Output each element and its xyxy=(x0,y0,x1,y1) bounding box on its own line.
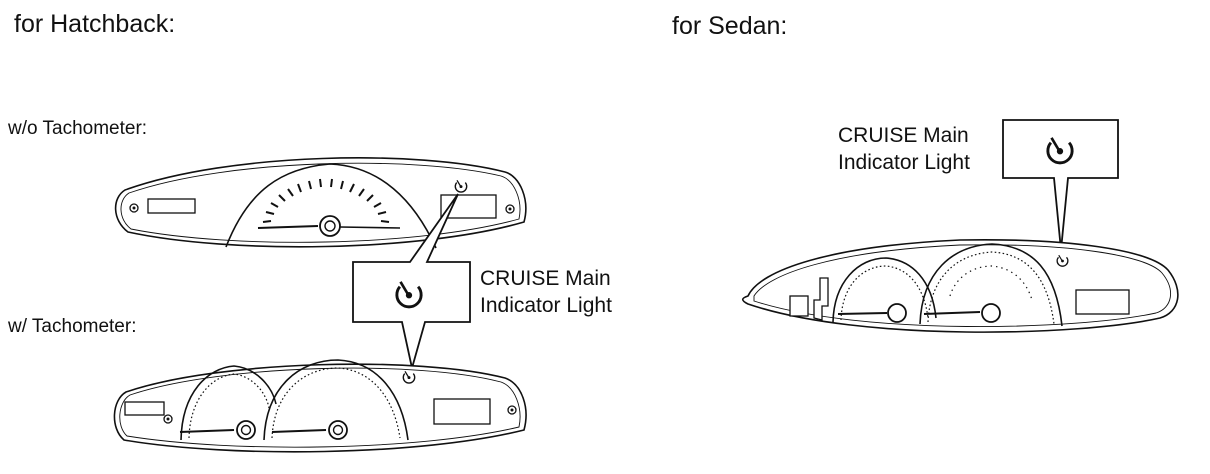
display-window xyxy=(124,401,165,416)
sedan-callout xyxy=(1002,119,1119,251)
needle-hub xyxy=(981,303,1001,323)
display-window xyxy=(789,295,809,317)
display-window xyxy=(147,198,196,214)
needle xyxy=(271,429,327,433)
with-tachometer-label: w/ Tachometer: xyxy=(8,316,137,337)
speedometer-scale xyxy=(262,178,390,223)
fuel-gauge xyxy=(813,277,829,321)
callout-line-1: CRUISE Main xyxy=(838,124,969,147)
hatchback-callout-label: CRUISE Main Indicator Light xyxy=(480,265,612,319)
display-window xyxy=(1075,289,1130,315)
callout-line-2: Indicator Light xyxy=(838,151,970,174)
needle xyxy=(257,225,319,229)
tachometer-gauge xyxy=(180,365,277,441)
speedometer-gauge xyxy=(919,243,1063,327)
hatchback-cluster-no-tach xyxy=(114,157,527,249)
callout-line-2: Indicator Light xyxy=(480,294,612,317)
speedometer-gauge xyxy=(263,359,409,441)
sedan-cluster xyxy=(741,238,1179,333)
sedan-heading: for Sedan: xyxy=(672,12,788,40)
needle xyxy=(923,311,981,315)
hatchback-cluster-with-tach xyxy=(113,359,527,453)
needle-hub xyxy=(887,303,907,323)
needle xyxy=(179,429,235,433)
hatchback-heading: for Hatchback: xyxy=(14,10,176,38)
display-window xyxy=(433,398,491,425)
sedan-callout-label: CRUISE Main Indicator Light xyxy=(838,122,970,176)
needle xyxy=(837,312,888,315)
hatchback-callout xyxy=(352,193,471,369)
callout-line-1: CRUISE Main xyxy=(480,267,611,290)
without-tachometer-label: w/o Tachometer: xyxy=(8,118,148,139)
